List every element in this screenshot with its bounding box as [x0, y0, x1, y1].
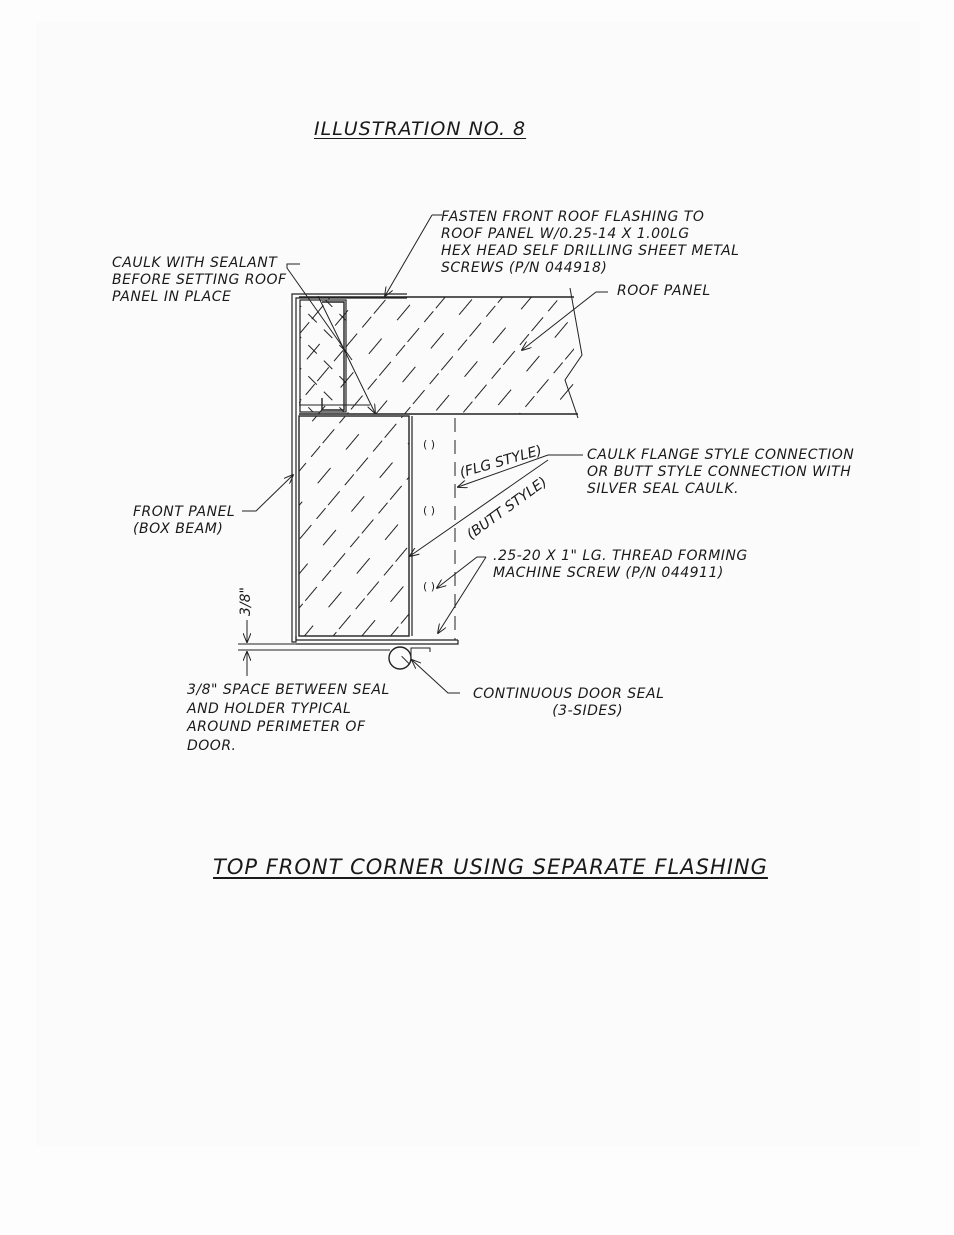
svg-text:( ): ( ): [423, 580, 435, 593]
callout-roof-panel: ROOF PANEL: [617, 283, 711, 299]
callout-caulk-sealant: CAULK WITH SEALANT BEFORE SETTING ROOF P…: [112, 255, 287, 305]
drawing-sheet: [36, 22, 920, 1146]
footer-title: TOP FRONT CORNER USING SEPARATE FLASHING: [213, 855, 768, 879]
callout-fasten-flashing: FASTEN FRONT ROOF FLASHING TO ROOF PANEL…: [441, 209, 740, 276]
front-panel-section: ( ) ( ) ( ): [295, 415, 459, 645]
leader-lines: [242, 214, 608, 694]
callout-machine-screw: .25-20 X 1" LG. THREAD FORMING MACHINE S…: [493, 548, 748, 581]
callout-caulk-flange: CAULK FLANGE STYLE CONNECTION OR BUTT ST…: [587, 447, 855, 497]
callout-seal-space: 3/8" SPACE BETWEEN SEAL AND HOLDER TYPIC…: [187, 682, 390, 754]
dimension-3-8: [238, 620, 390, 676]
door-seal: [388, 646, 431, 670]
illustration-title: ILLUSTRATION NO. 8: [314, 118, 527, 140]
svg-text:( ): ( ): [423, 504, 435, 517]
dimension-label: 3/8": [238, 587, 254, 616]
callout-front-panel: FRONT PANEL (BOX BEAM): [133, 504, 236, 537]
callout-door-seal: CONTINUOUS DOOR SEAL (3-SIDES): [473, 686, 665, 719]
svg-text:( ): ( ): [423, 438, 435, 451]
